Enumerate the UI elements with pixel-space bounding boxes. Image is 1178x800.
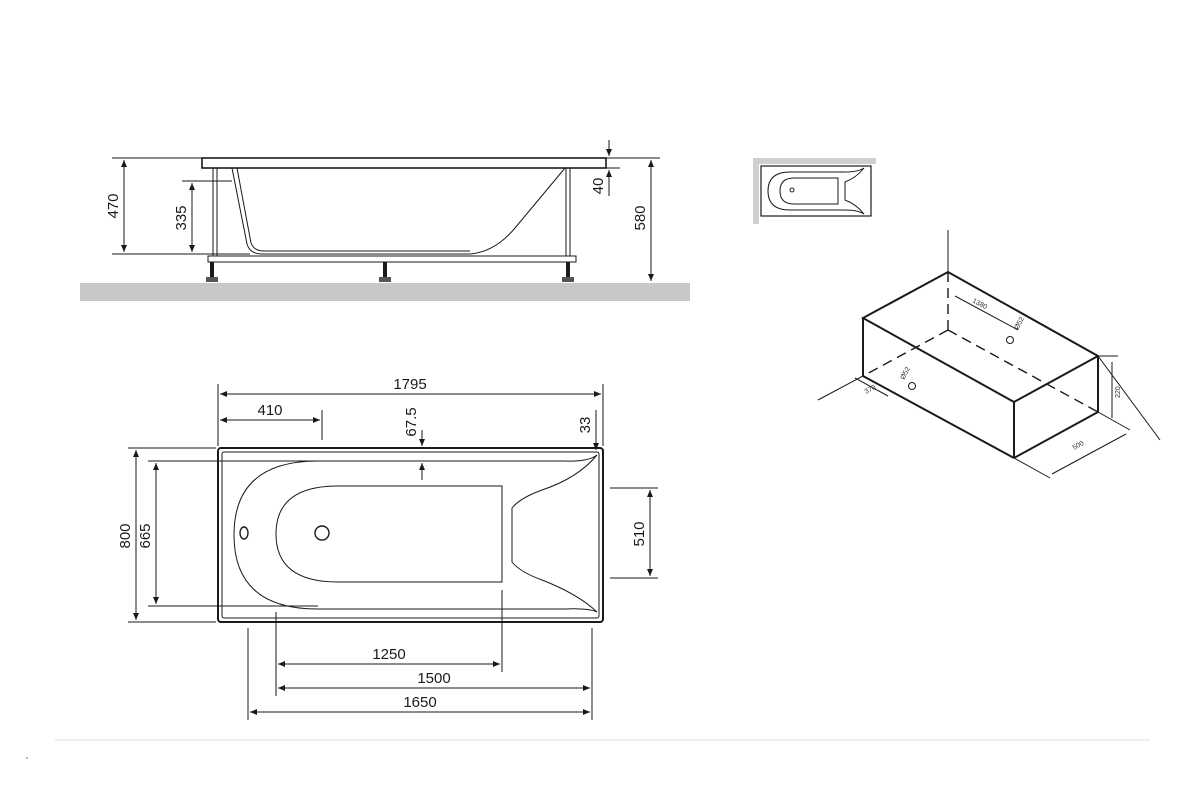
dim-total-height-label: 580	[632, 205, 649, 230]
iso-marker-b-label: Ø52	[900, 366, 912, 381]
dim-headrest-width: 510	[610, 487, 658, 579]
iso-view: 1380 Ø52 Ø52 370 500 220	[817, 230, 1161, 479]
tub-outline-inner	[221, 451, 600, 619]
iso-box-top	[860, 270, 1101, 404]
iso-height-label: 220	[1115, 386, 1122, 398]
dim-width-label: 800	[117, 523, 134, 548]
dim-edge-offset-b: 33	[577, 410, 599, 450]
dim-bottom-length-b-label: 1500	[417, 670, 450, 687]
dim-bottom-length-a-label: 1250	[372, 646, 405, 663]
side-view: 470 335 40 580	[80, 140, 690, 301]
dim-length: 1795	[217, 376, 604, 446]
basin-outer	[233, 454, 598, 613]
dim-inner-width-label: 665	[137, 523, 154, 548]
dim-bottom-lengths: 1250 1500 1650	[247, 590, 593, 720]
dim-bottom-length-c-label: 1650	[403, 694, 436, 711]
tub-outline	[217, 447, 604, 623]
thumbnail-tub	[753, 158, 876, 224]
dim-drain-offset-label: 410	[257, 402, 282, 419]
dim-width: 800	[117, 447, 216, 623]
dim-headrest-width-label: 510	[631, 521, 648, 546]
iso-drain-marker-icon	[908, 382, 916, 390]
dim-drain-offset: 410	[220, 402, 323, 440]
dim-edge-offset-b-label: 33	[577, 417, 594, 434]
dim-edge-offset-a: 67.5	[403, 407, 425, 480]
dim-length-label: 1795	[393, 376, 426, 393]
dim-inner-depth-label: 335	[173, 205, 190, 230]
top-view: 1795 410 67.5 33	[117, 376, 658, 720]
iso-overflow-marker-icon	[1006, 336, 1014, 344]
dim-inner-depth: 335	[173, 180, 232, 252]
dim-overall-height: 470	[105, 157, 250, 255]
floor	[80, 283, 690, 301]
basin-inner	[275, 485, 503, 583]
tub-rim	[201, 157, 607, 169]
dim-rim-thickness-label: 40	[590, 178, 607, 195]
support-frame	[206, 168, 577, 282]
iso-left-label: 370	[864, 384, 878, 396]
iso-right-label: 500	[1072, 440, 1086, 452]
tub-inner-line	[236, 167, 470, 252]
iso-hidden-edges	[862, 272, 1099, 413]
tub-body	[231, 167, 566, 255]
dim-overall-height-label: 470	[105, 193, 122, 218]
drain-icon	[314, 525, 330, 541]
dim-total-height: 580	[606, 157, 660, 281]
dim-inner-width: 665	[137, 460, 318, 607]
corner-dot	[26, 757, 28, 759]
overflow-icon	[239, 526, 249, 540]
dim-edge-offset-a-label: 67.5	[403, 407, 420, 436]
